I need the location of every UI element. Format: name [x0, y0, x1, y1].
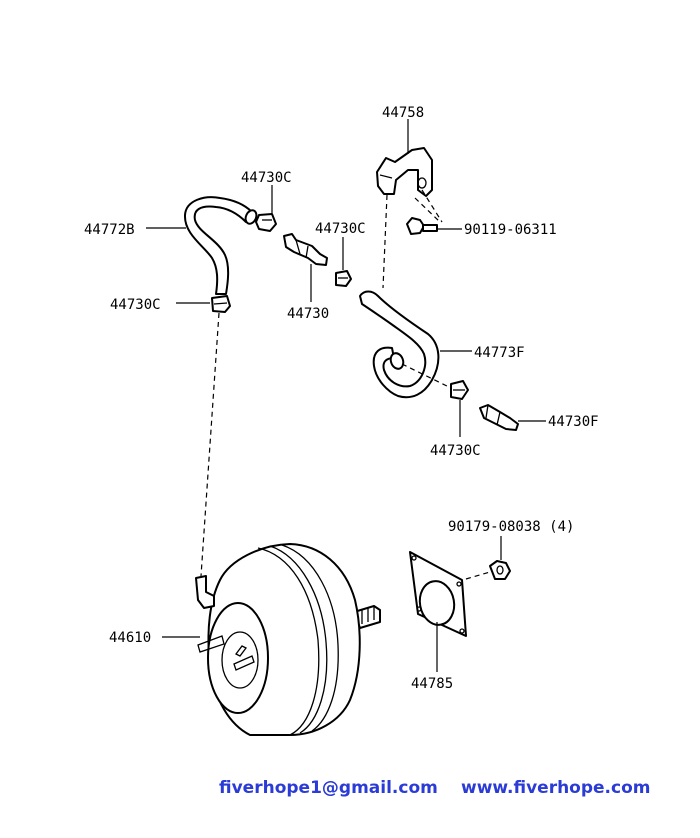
fitting-label: 44730F [548, 414, 599, 430]
booster-part [195, 543, 381, 736]
bolt-dashed-lines [414, 189, 443, 223]
hose-f-to-clamp-dashed [401, 363, 452, 389]
nut-part [489, 560, 511, 580]
hose-b-label: 44772B [84, 222, 135, 238]
clamp-d-part [450, 380, 469, 400]
hose-b-to-booster-dashed [200, 312, 220, 577]
nut-label: 90179-08038 (4) [448, 519, 574, 535]
clamp-a-part [255, 213, 277, 232]
bolt-label: 90119-06311 [464, 222, 557, 238]
footer-email[interactable]: fiverhope1@gmail.com [219, 778, 438, 798]
check-valve-part [283, 233, 328, 266]
gasket-part [409, 551, 467, 637]
clamp-b-label: 44730C [110, 297, 161, 313]
bracket-part [376, 147, 433, 197]
gasket-label: 44785 [411, 676, 453, 692]
clamp-b-part [211, 295, 231, 313]
valve-label: 44730 [287, 306, 329, 322]
bracket-label: 44758 [382, 105, 424, 121]
hose-b-part [183, 196, 258, 295]
clamp-c-label: 44730C [315, 221, 366, 237]
bracket-to-hose-dashed [382, 194, 388, 289]
footer-website[interactable]: www.fiverhope.com [461, 778, 651, 798]
fitting-part [479, 404, 519, 431]
clamp-c-part [335, 270, 352, 287]
clamp-a-label: 44730C [241, 170, 292, 186]
bolt-part [406, 217, 438, 235]
hose-f-part [359, 290, 440, 399]
nut-to-gasket-dashed [465, 571, 491, 580]
hose-f-label: 44773F [474, 345, 525, 361]
clamp-d-label: 44730C [430, 443, 481, 459]
booster-label: 44610 [109, 630, 151, 646]
